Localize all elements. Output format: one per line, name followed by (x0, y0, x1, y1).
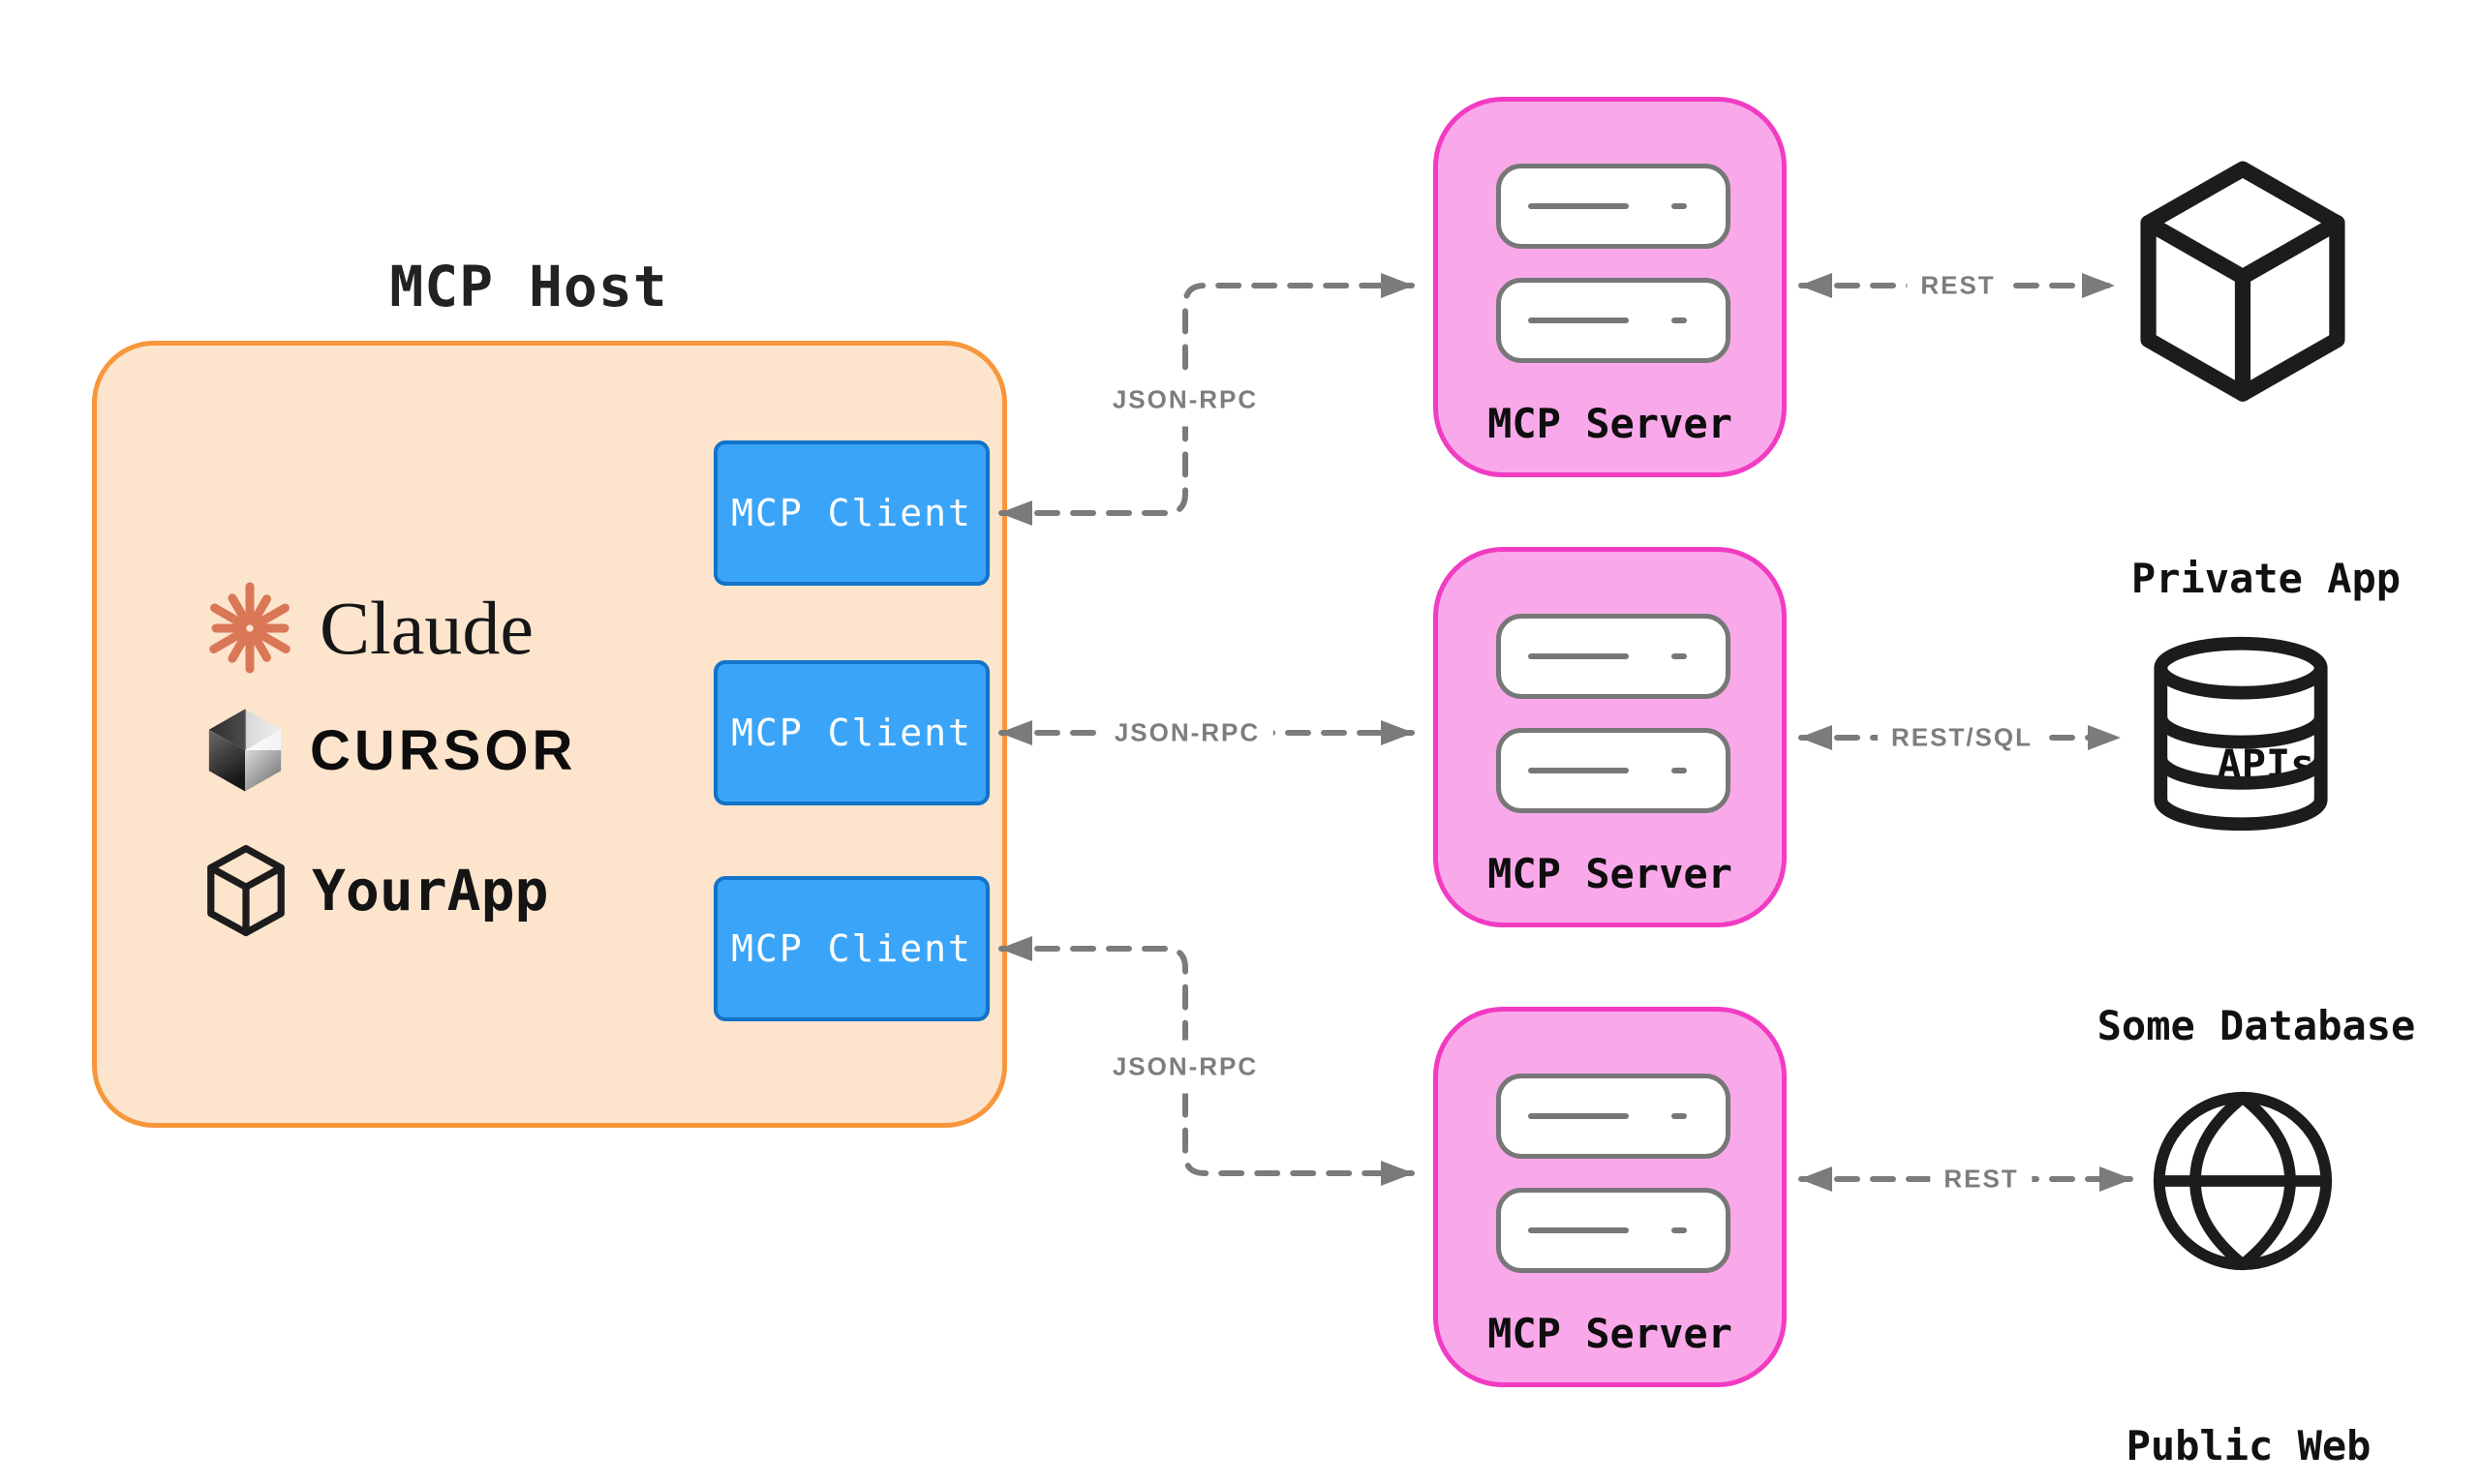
public-web-apis-label: Public Web APIs (2126, 1422, 2372, 1469)
mcp-server-box-1: MCP Server (1433, 97, 1787, 477)
cursor-app-row: CURSOR (201, 706, 576, 795)
mcp-client-label: MCP Client (731, 712, 972, 754)
server-rack-icon (1496, 1188, 1730, 1273)
server-rack-icon (1496, 1074, 1730, 1159)
yourapp-wordmark: YourApp (312, 858, 549, 924)
mcp-client-label: MCP Client (731, 927, 972, 970)
mcp-client-box-2: MCP Client (714, 660, 990, 805)
cube-icon (2140, 161, 2345, 402)
mcp-client-label: MCP Client (731, 492, 972, 534)
claude-wordmark: Claude (320, 586, 534, 670)
mcp-server-box-2: MCP Server (1433, 547, 1787, 927)
some-database-label: Some Database (2096, 1002, 2416, 1049)
json-rpc-label-1: JSON-RPC (1098, 373, 1272, 427)
yourapp-box-icon (207, 844, 285, 937)
yourapp-app-row: YourApp (201, 844, 549, 937)
server-rack-icon (1496, 614, 1730, 699)
mcp-client-box-3: MCP Client (714, 876, 990, 1021)
mcp-server-box-3: MCP Server (1433, 1007, 1787, 1387)
rest-label-bottom: REST (1930, 1152, 2033, 1206)
claude-starburst-icon (209, 582, 291, 674)
server-rack-icon (1496, 728, 1730, 813)
mcp-server-label: MCP Server (1487, 400, 1732, 447)
rest-sql-label: REST/SQL (1877, 711, 2047, 765)
json-rpc-label-2: JSON-RPC (1100, 706, 1274, 760)
mcp-server-label: MCP Server (1487, 850, 1732, 897)
cursor-cube-icon (208, 709, 282, 792)
json-rpc-label-3: JSON-RPC (1098, 1040, 1272, 1094)
server-rack-icon (1496, 278, 1730, 363)
database-icon (2154, 636, 2328, 832)
server-rack-icon (1496, 164, 1730, 249)
rest-label-top: REST (1907, 258, 2009, 313)
cursor-wordmark: CURSOR (310, 718, 577, 782)
globe-icon (2153, 1091, 2333, 1271)
mcp-client-box-1: MCP Client (714, 440, 990, 586)
mcp-host-title: MCP Host (389, 254, 668, 319)
claude-app-row: Claude (201, 578, 534, 679)
mcp-server-label: MCP Server (1487, 1310, 1732, 1357)
